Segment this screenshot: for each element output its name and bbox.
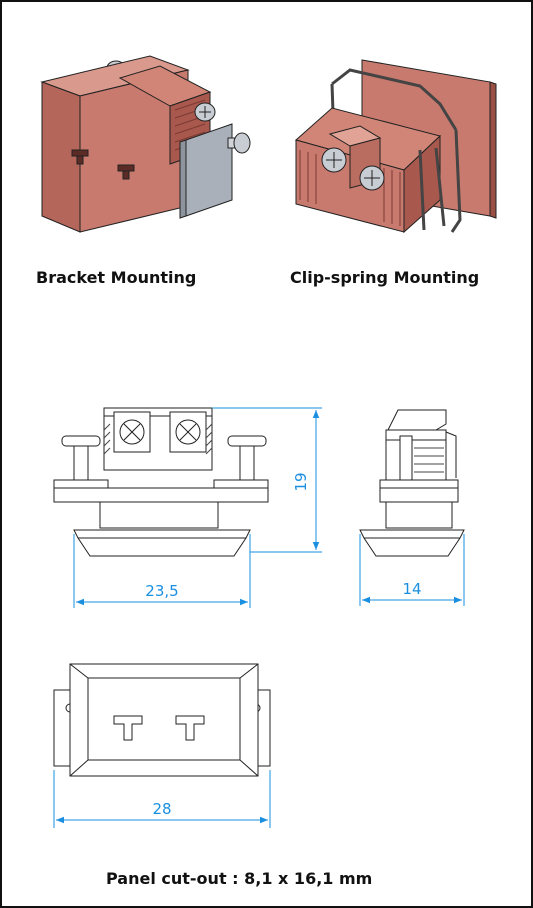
front-view-dimensions [73, 407, 322, 608]
bracket-mounting-illustration [40, 55, 251, 233]
side-view-drawing [359, 409, 465, 557]
clip-spring-mounting-illustration [294, 59, 497, 234]
bracket-mounting-caption: Bracket Mounting [36, 268, 197, 287]
front-width-dimension-label: 23,5 [145, 582, 178, 600]
face-view-drawing [53, 663, 271, 777]
panel-cutout-caption: Panel cut-out : 8,1 x 16,1 mm [106, 869, 373, 888]
side-width-dimension-label: 14 [402, 580, 421, 598]
side-view-dimensions [359, 534, 465, 606]
clip-spring-mounting-caption: Clip-spring Mounting [290, 268, 480, 287]
bottom-width-dimension-label: 28 [152, 800, 171, 818]
front-view-drawing [53, 407, 269, 557]
height-dimension-label: 19 [292, 472, 310, 491]
face-view-dimensions [53, 770, 271, 828]
